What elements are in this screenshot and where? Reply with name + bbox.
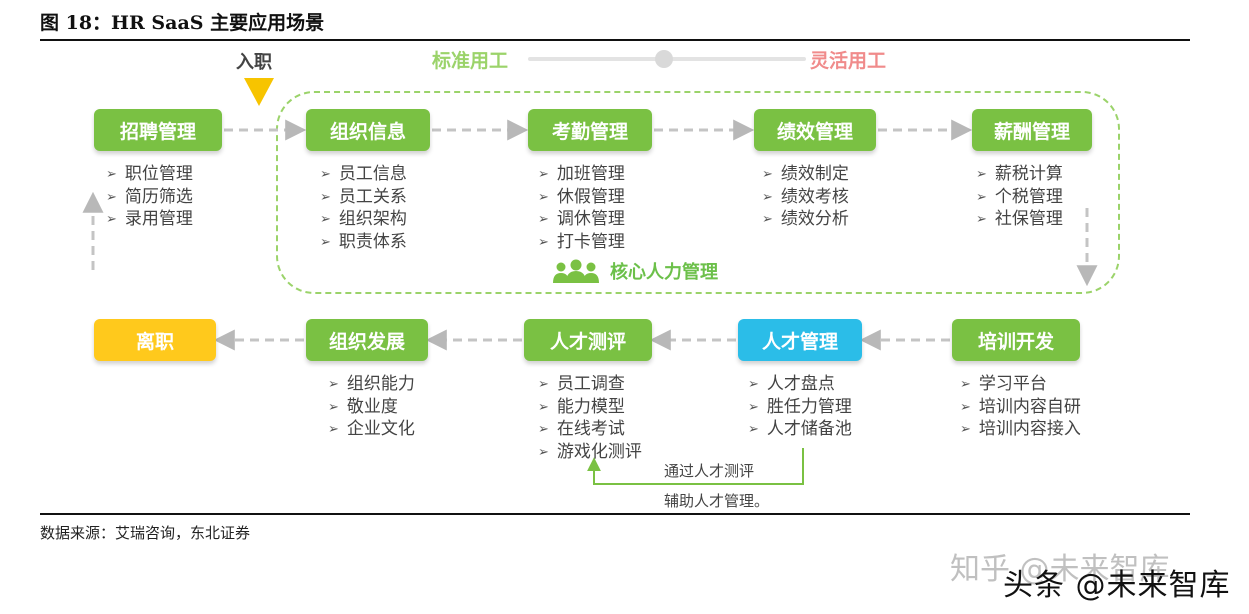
list-item: 游戏化测评 [538, 442, 642, 465]
scale-standard-label: 标准用工 [432, 50, 509, 72]
people-group-icon [553, 259, 599, 283]
talent-items: 人才盘点 胜任力管理 人才储备池 [748, 374, 852, 442]
attendance-items: 加班管理 休假管理 调休管理 打卡管理 [538, 164, 625, 254]
list-item: 组织能力 [328, 374, 415, 397]
list-item: 绩效分析 [762, 209, 849, 232]
list-item: 录用管理 [106, 209, 193, 232]
assist-note-line2: 辅助人才管理。 [664, 492, 770, 510]
org-development-items: 组织能力 敬业度 企业文化 [328, 374, 415, 442]
assist-note-line1: 通过人才测评 [664, 462, 755, 480]
list-item: 简历筛选 [106, 187, 193, 210]
list-item: 员工关系 [320, 187, 407, 210]
node-org-info: 组织信息 [306, 109, 430, 151]
recruit-items: 职位管理 简历筛选 录用管理 [106, 164, 193, 232]
list-item: 绩效考核 [762, 187, 849, 210]
top-rule [40, 39, 1190, 41]
list-item: 绩效制定 [762, 164, 849, 187]
list-item: 企业文化 [328, 419, 415, 442]
list-item: 在线考试 [538, 419, 642, 442]
training-items: 学习平台 培训内容自研 培训内容接入 [960, 374, 1081, 442]
node-recruit: 招聘管理 [94, 109, 222, 151]
list-item: 薪税计算 [976, 164, 1063, 187]
list-item: 培训内容自研 [960, 397, 1081, 420]
node-attendance: 考勤管理 [528, 109, 652, 151]
org-info-items: 员工信息 员工关系 组织架构 职责体系 [320, 164, 407, 254]
list-item: 加班管理 [538, 164, 625, 187]
figure-title: 图 18：HR SaaS 主要应用场景 [40, 12, 325, 34]
list-item: 打卡管理 [538, 232, 625, 255]
salary-items: 薪税计算 个税管理 社保管理 [976, 164, 1063, 232]
core-hr-label: 核心人力管理 [552, 258, 718, 284]
core-hr-text: 核心人力管理 [610, 262, 718, 283]
list-item: 培训内容接入 [960, 419, 1081, 442]
node-org-development: 组织发展 [306, 319, 428, 361]
bottom-rule [40, 513, 1190, 515]
list-item: 休假管理 [538, 187, 625, 210]
list-item: 调休管理 [538, 209, 625, 232]
list-item: 社保管理 [976, 209, 1063, 232]
list-item: 学习平台 [960, 374, 1081, 397]
list-item: 员工调查 [538, 374, 642, 397]
edge-assessment-assist [587, 448, 804, 485]
scale-knob [655, 50, 673, 68]
list-item: 胜任力管理 [748, 397, 852, 420]
scale-flexible-label: 灵活用工 [810, 50, 887, 72]
list-item: 人才储备池 [748, 419, 852, 442]
assessment-items: 员工调查 能力模型 在线考试 游戏化测评 [538, 374, 642, 464]
entry-label: 入职 [236, 52, 272, 73]
list-item: 个税管理 [976, 187, 1063, 210]
list-item: 能力模型 [538, 397, 642, 420]
list-item: 组织架构 [320, 209, 407, 232]
node-training: 培训开发 [952, 319, 1080, 361]
core-hr-region [276, 91, 1120, 294]
node-leave: 离职 [94, 319, 216, 361]
list-item: 人才盘点 [748, 374, 852, 397]
list-item: 职位管理 [106, 164, 193, 187]
performance-items: 绩效制定 绩效考核 绩效分析 [762, 164, 849, 232]
list-item: 敬业度 [328, 397, 415, 420]
node-talent: 人才管理 [738, 319, 862, 361]
zhihu-watermark: 知乎 @未来智库 [950, 552, 1170, 587]
node-performance: 绩效管理 [754, 109, 876, 151]
figure-source: 数据来源：艾瑞咨询，东北证券 [40, 524, 251, 542]
node-salary: 薪酬管理 [972, 109, 1092, 151]
node-assessment: 人才测评 [524, 319, 652, 361]
list-item: 职责体系 [320, 232, 407, 255]
list-item: 员工信息 [320, 164, 407, 187]
entry-arrow-icon [244, 78, 274, 106]
toutiao-watermark: 头条 @未来智库 [1003, 568, 1231, 603]
